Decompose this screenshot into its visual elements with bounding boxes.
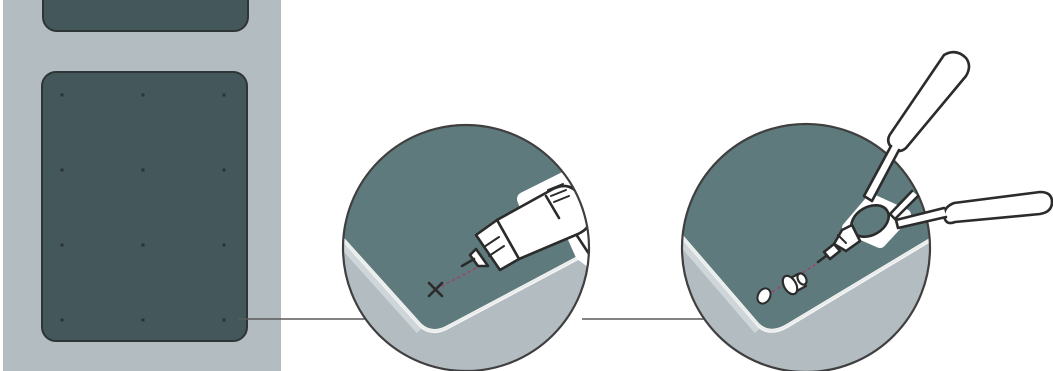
zoom-callout-rivet bbox=[680, 122, 932, 371]
drill-mark bbox=[60, 168, 64, 172]
drill-mark bbox=[141, 243, 145, 247]
hole-icon bbox=[756, 287, 772, 305]
drill-mark bbox=[222, 318, 226, 322]
drill-marks bbox=[60, 93, 226, 322]
drill-mark bbox=[60, 318, 64, 322]
x-mark-icon bbox=[427, 281, 444, 298]
upper-panel bbox=[42, 0, 249, 32]
drill-mark bbox=[60, 243, 64, 247]
rivet-icon bbox=[781, 272, 808, 296]
drill-mark bbox=[60, 93, 64, 97]
drill-mark bbox=[141, 168, 145, 172]
rivet-tool-icon bbox=[816, 46, 1053, 264]
drill-mark bbox=[222, 168, 226, 172]
lower-panel bbox=[41, 71, 248, 342]
drill-mark bbox=[141, 318, 145, 322]
zoom-callout-drill bbox=[341, 123, 591, 371]
drill-mark bbox=[222, 243, 226, 247]
drill-mark bbox=[141, 93, 145, 97]
drill-mark bbox=[222, 93, 226, 97]
